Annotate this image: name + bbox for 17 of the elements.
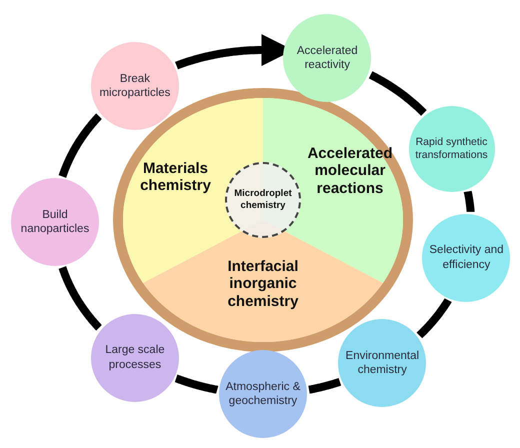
- topic-circle: Accelerated reactivity: [283, 14, 372, 102]
- topic-circle: Large scale processes: [90, 314, 179, 402]
- connector-line: [172, 374, 220, 394]
- connector-line: [416, 296, 452, 339]
- sector-label: Materials chemistry: [139, 160, 212, 194]
- connector-line: [306, 378, 344, 394]
- topic-circle: Break microparticles: [90, 42, 179, 130]
- topic-circle: Atmospheric & geochemistry: [219, 350, 307, 438]
- sector-label: Accelerated molecular reactions: [306, 145, 394, 197]
- topic-circle: Environmental chemistry: [338, 318, 426, 407]
- connector-line: [58, 264, 102, 332]
- connector-line: [367, 71, 428, 116]
- topic-circle: Selectivity and efficiency: [422, 214, 510, 302]
- connector-line: [58, 112, 102, 180]
- topic-circle: Rapid synthetic transformations: [408, 106, 494, 192]
- sector-label: Interfacial inorganic chemistry: [226, 258, 300, 310]
- topic-circle: Build nanoparticles: [11, 178, 99, 266]
